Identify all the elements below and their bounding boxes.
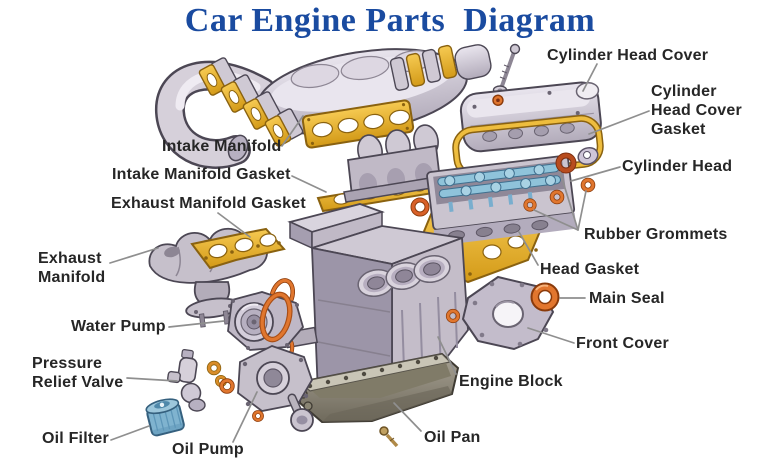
leader-pressure-relief-valve <box>126 377 178 382</box>
label-water-pump: Water Pump <box>71 318 166 335</box>
label-head-gasket: Head Gasket <box>540 261 640 278</box>
leader-head-gasket <box>518 231 539 266</box>
leader-cylinder-head-cover <box>582 63 598 92</box>
cover-bolt-part <box>492 43 521 95</box>
label-intake-manifold-gasket: Intake Manifold Gasket <box>112 166 291 183</box>
drain-plug-part <box>379 426 399 448</box>
leader-lines <box>109 63 650 443</box>
leader-water-pump <box>168 320 225 328</box>
leader-oil-pan <box>393 402 422 432</box>
main-seal-part <box>530 282 560 312</box>
leader-cylinder-head-cover-gasket <box>588 110 650 135</box>
cylinder-head-cover-part <box>459 81 602 153</box>
oil-pump-part <box>219 345 314 432</box>
leader-exhaust-manifold <box>109 247 159 264</box>
front-cover-part <box>461 275 555 351</box>
label-cylinder-head-cover-gasket: Cylinder Head Cover Gasket <box>651 83 742 139</box>
oil-filter-part <box>145 398 185 437</box>
label-intake-manifold: Intake Manifold <box>162 138 282 155</box>
leader-rubber-grommets-2 <box>577 190 587 231</box>
leader-front-cover <box>527 327 575 344</box>
water-pump-part <box>227 291 304 351</box>
label-front-cover: Front Cover <box>576 335 669 352</box>
exhaust-manifold-gasket-part <box>190 227 286 270</box>
label-oil-filter: Oil Filter <box>42 430 109 447</box>
label-oil-pump: Oil Pump <box>172 441 244 458</box>
leader-oil-pump <box>232 391 258 443</box>
leader-oil-filter <box>110 425 150 441</box>
leader-exhaust-manifold-gasket <box>217 212 251 238</box>
rubber-grommets-part <box>410 146 599 217</box>
label-exhaust-manifold-gasket: Exhaust Manifold Gasket <box>111 195 306 212</box>
label-main-seal: Main Seal <box>589 290 665 307</box>
page-title: Car Engine Parts Diagram <box>184 2 596 39</box>
leader-rubber-grommets-1 <box>559 171 579 231</box>
pressure-relief-valve-part <box>167 349 227 412</box>
lower-intake-manifold-part <box>343 124 445 203</box>
label-engine-block: Engine Block <box>459 373 563 390</box>
label-cylinder-head: Cylinder Head <box>622 158 733 175</box>
leader-intake-manifold <box>281 115 304 147</box>
label-cylinder-head-cover: Cylinder Head Cover <box>547 47 709 64</box>
label-exhaust-manifold: Exhaust Manifold <box>38 250 106 287</box>
leader-cylinder-head <box>570 166 621 182</box>
leader-engine-block <box>437 336 457 375</box>
label-oil-pan: Oil Pan <box>424 429 481 446</box>
intake-manifold-part <box>155 44 492 169</box>
label-pressure-relief-valve: Pressure Relief Valve <box>32 355 124 392</box>
leader-rubber-grommets-3 <box>533 209 579 231</box>
label-rubber-grommets: Rubber Grommets <box>584 226 728 243</box>
leader-intake-manifold-gasket <box>291 175 327 193</box>
